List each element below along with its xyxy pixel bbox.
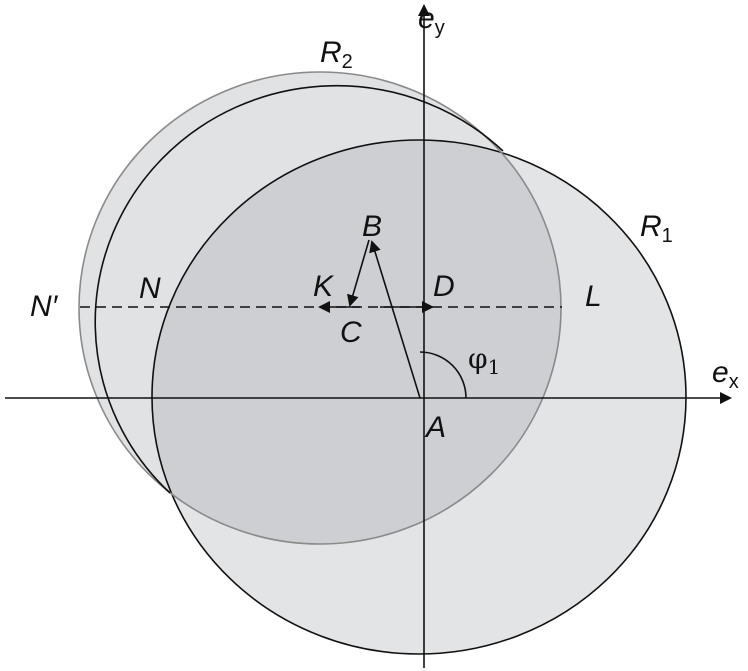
label-k: K [313, 270, 335, 303]
label-r2: R2 [320, 36, 353, 73]
label-ey: ey [418, 2, 445, 39]
label-l: L [585, 280, 602, 313]
label-d: D [433, 270, 455, 303]
vector-bk [347, 239, 370, 307]
label-n-prime: N′ [30, 290, 59, 323]
label-a: A [424, 411, 446, 444]
label-r1: R1 [640, 210, 673, 247]
vector-ab [369, 240, 421, 399]
circle-r1-outline [151, 139, 687, 655]
label-b: B [362, 210, 382, 243]
label-ex: ex [712, 356, 739, 393]
label-c: C [340, 316, 362, 349]
angle-arc-phi1 [419, 351, 467, 399]
circle-r2-outline-outside [94, 84, 504, 494]
label-phi1: φ1 [468, 342, 500, 379]
label-n: N [139, 272, 161, 305]
circle-r2-outline-inside [78, 71, 562, 545]
